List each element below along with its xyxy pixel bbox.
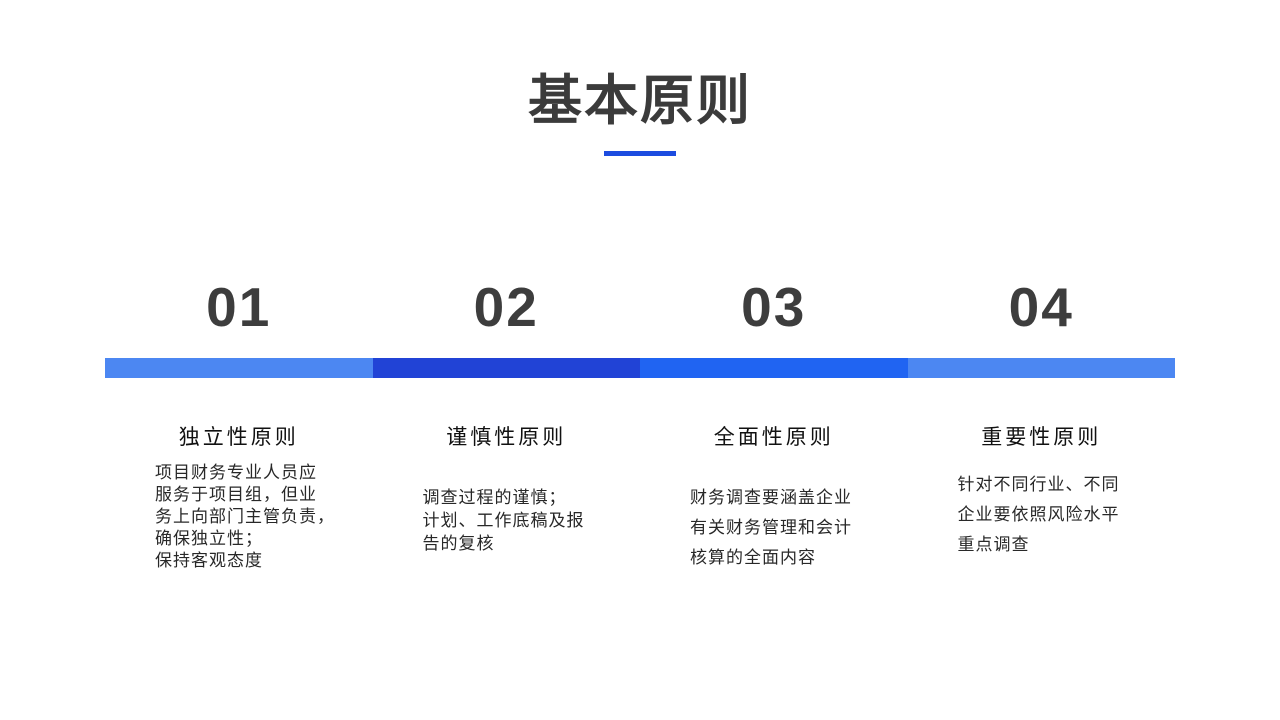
principle-description: 针对不同行业、不同 企业要依照风险水平 重点调查 [957, 475, 1120, 554]
step-number: 02 [473, 276, 539, 338]
principle-column-3: 03 全面性原则 财务调查要涵盖企业 有关财务管理和会计 核算的全面内容 [640, 280, 908, 573]
principles-grid: 01 独立性原则 项目财务专业人员应 服务于项目组，但业 务上向部门主管负责， … [105, 280, 1175, 573]
step-bar-segment [907, 358, 1175, 378]
principle-heading: 全面性原则 [713, 425, 834, 449]
principle-heading: 谨慎性原则 [446, 425, 567, 449]
principle-column-4: 04 重要性原则 针对不同行业、不同 企业要依照风险水平 重点调查 [907, 276, 1175, 573]
step-bar-segment [640, 358, 908, 378]
page-title: 基本原则 [528, 71, 752, 131]
principle-column-2: 02 谨慎性原则 调查过程的谨慎； 计划、工作底稿及报 告的复核 [372, 276, 640, 573]
principle-heading: 重要性原则 [981, 425, 1102, 449]
step-number: 03 [741, 276, 807, 338]
step-number: 01 [206, 276, 272, 338]
step-number: 04 [1008, 276, 1074, 338]
principle-description: 项目财务专业人员应 服务于项目组，但业 务上向部门主管负责， 确保独立性； 保持… [155, 463, 335, 570]
principle-column-1: 01 独立性原则 项目财务专业人员应 服务于项目组，但业 务上向部门主管负责， … [105, 280, 373, 573]
principle-description: 调查过程的谨慎； 计划、工作底稿及报 告的复核 [422, 488, 585, 553]
step-bar-segment [105, 358, 373, 378]
title-underline [604, 151, 676, 156]
principle-description: 财务调查要涵盖企业 有关财务管理和会计 核算的全面内容 [690, 488, 852, 567]
step-bar-segment [372, 358, 640, 378]
principle-heading: 独立性原则 [178, 425, 299, 449]
